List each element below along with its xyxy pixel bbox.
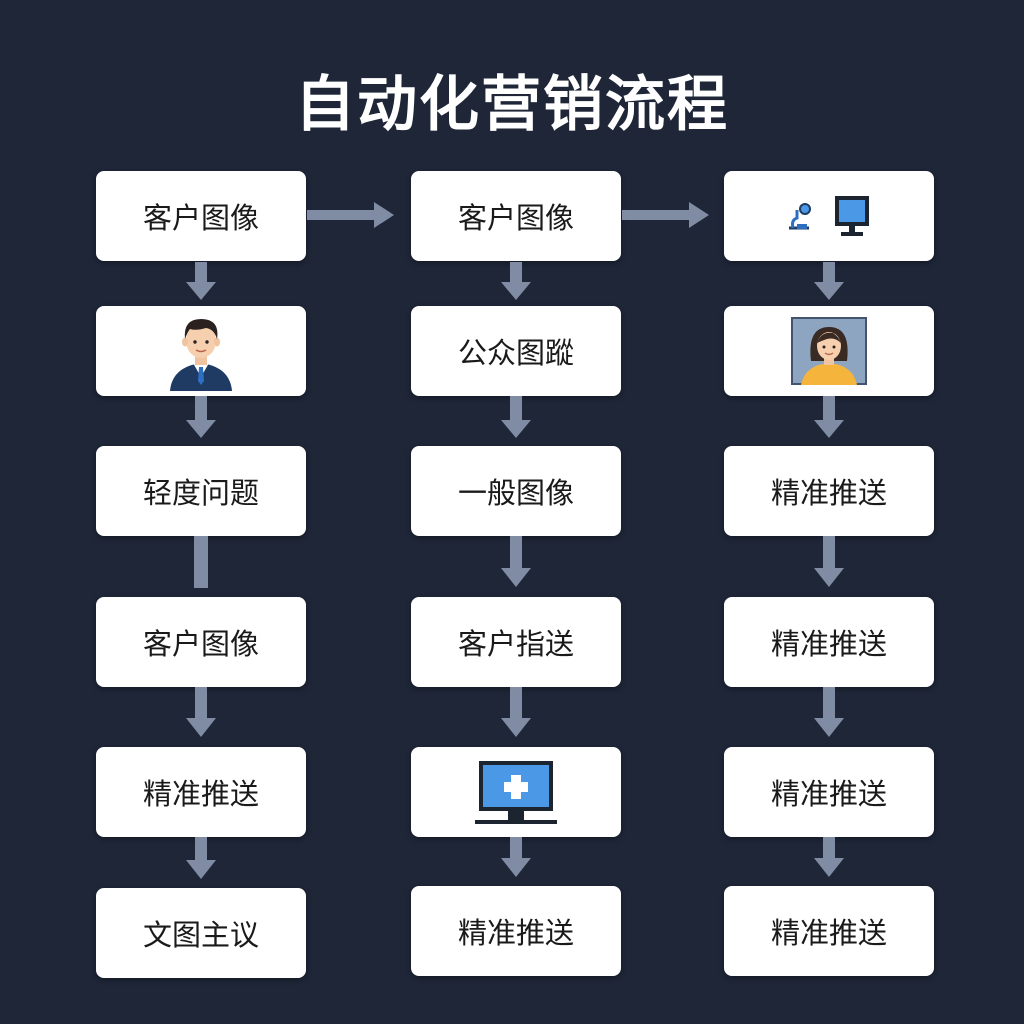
connector-line (194, 536, 208, 588)
node-col1-4: 客户图像 (96, 597, 306, 687)
arrow-right (622, 202, 709, 228)
node-label: 客户图像 (142, 201, 259, 235)
arrow-down (814, 837, 844, 877)
node-label: 精准推送 (770, 627, 887, 661)
arrow-down (501, 687, 531, 737)
node-col2-3: 一般图像 (411, 446, 621, 536)
arrow-down (186, 262, 216, 300)
arrow-down (186, 837, 216, 879)
arrow-down (501, 396, 531, 438)
node-label: 公众图蹤 (457, 336, 574, 370)
node-label: 轻度问题 (142, 476, 259, 510)
arrow-down (501, 262, 531, 300)
node-col2-1: 客户图像 (411, 171, 621, 261)
node-label: 精准推送 (457, 916, 574, 950)
arrow-down (186, 396, 216, 438)
node-col2-6: 精准推送 (411, 886, 621, 976)
arrow-down (501, 536, 531, 587)
arrow-down (814, 262, 844, 300)
page-title: 自动化营销流程 (295, 70, 729, 140)
monitor-plus-icon (475, 761, 557, 824)
node-col2-4: 客户指送 (411, 597, 621, 687)
node-label: 一般图像 (457, 476, 574, 510)
node-label: 客户图像 (142, 627, 259, 661)
node-col2-5 (411, 747, 621, 837)
arrow-down (814, 687, 844, 737)
node-label: 精准推送 (770, 777, 887, 811)
node-label: 精准推送 (142, 777, 259, 811)
node-col2-2: 公众图蹤 (411, 306, 621, 396)
arrow-down (814, 396, 844, 438)
node-label: 客户图像 (457, 201, 574, 235)
node-col3-5: 精准推送 (724, 747, 934, 837)
tools-monitor-icon (789, 196, 869, 236)
node-col3-4: 精准推送 (724, 597, 934, 687)
arrow-down (186, 687, 216, 737)
arrow-down (501, 837, 531, 877)
node-col1-5: 精准推送 (96, 747, 306, 837)
node-col3-3: 精准推送 (724, 446, 934, 536)
node-label: 精准推送 (770, 916, 887, 950)
arrow-right (307, 202, 394, 228)
node-label: 文图主议 (142, 918, 259, 952)
node-col1-3: 轻度问题 (96, 446, 306, 536)
node-label: 客户指送 (457, 627, 574, 661)
arrow-down (814, 536, 844, 587)
node-label: 精准推送 (770, 476, 887, 510)
node-col1-1: 客户图像 (96, 171, 306, 261)
node-col3-1 (724, 171, 934, 261)
node-col3-6: 精准推送 (724, 886, 934, 976)
node-col1-6: 文图主议 (96, 888, 306, 978)
woman-avatar-icon (791, 317, 867, 385)
node-col3-2 (724, 306, 934, 396)
node-col1-2 (96, 306, 306, 396)
man-avatar-icon (170, 319, 232, 391)
